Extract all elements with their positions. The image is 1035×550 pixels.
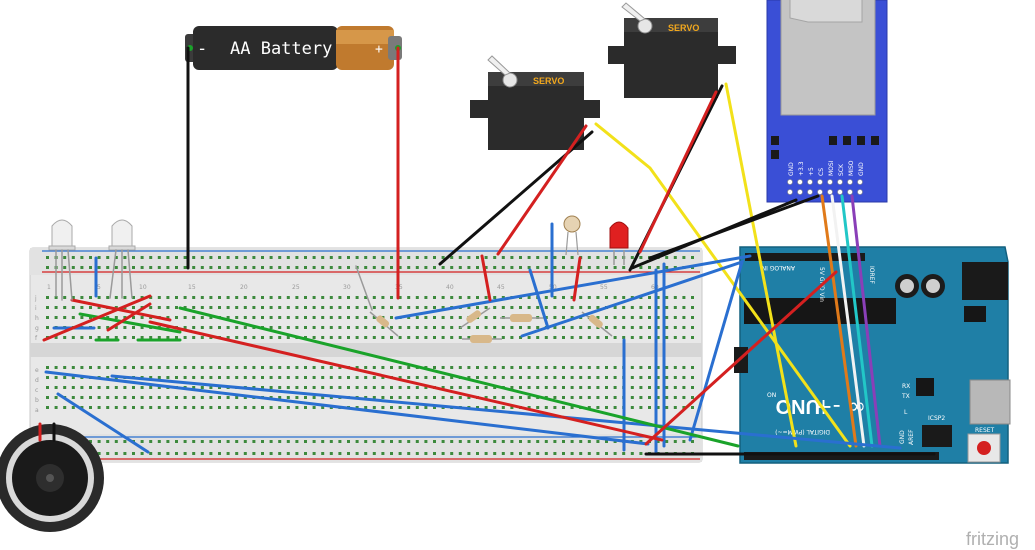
- wire-red: [644, 270, 838, 446]
- wire-orange: [820, 194, 858, 448]
- uno-brand: UNO: [776, 395, 820, 417]
- sd-pin-labels: GND +3.3 +5 CS MOSI SCK MISO GND: [788, 160, 865, 176]
- aref-label: AREF: [908, 429, 915, 445]
- wire-blue: [110, 374, 902, 450]
- wire-blue: [528, 268, 550, 330]
- wire-green: [178, 306, 740, 448]
- svg-text:c: c: [35, 387, 38, 394]
- svg-text:5: 5: [97, 284, 101, 291]
- wire-red: [106, 302, 152, 332]
- aa-battery: - AA Battery +: [185, 26, 402, 70]
- pin-gnd-label: GND: [788, 162, 795, 176]
- svg-text:45: 45: [497, 284, 505, 291]
- pin-miso-label: MISO: [848, 160, 855, 176]
- wire-cyan: [840, 194, 874, 448]
- svg-text:55: 55: [600, 284, 608, 291]
- power-jack: [962, 262, 1008, 300]
- svg-text:25: 25: [292, 284, 300, 291]
- svg-text:40: 40: [446, 284, 454, 291]
- gnd-label: GND: [899, 430, 906, 444]
- breadboard-row-letters: j i h g f e d c b a: [34, 295, 39, 414]
- ioref-label: IOREF: [868, 266, 875, 284]
- photoresistor: [563, 215, 581, 256]
- battery-plus-label: +: [375, 42, 383, 57]
- resistor: [500, 314, 545, 322]
- wire-lead: [355, 265, 373, 311]
- red-led: [609, 221, 629, 265]
- wire-blue: [520, 259, 745, 442]
- svg-text:20: 20: [240, 284, 248, 291]
- wire-purple: [850, 194, 882, 448]
- svg-text:j: j: [34, 295, 37, 302]
- svg-text:15: 15: [188, 284, 196, 291]
- wire-blue: [394, 254, 752, 320]
- digital-label: DIGITAL (PWM=~): [775, 428, 830, 435]
- usb-connector: [969, 379, 1011, 425]
- wire-red: [148, 320, 664, 442]
- wire-lead: [127, 249, 133, 299]
- svg-text:h: h: [35, 315, 39, 322]
- wire-red: [638, 90, 718, 254]
- battery-minus-label: -: [197, 39, 207, 59]
- on-label: ON: [767, 392, 776, 399]
- fritzing-watermark: fritzing: [966, 529, 1019, 549]
- svg-text:i: i: [35, 305, 37, 312]
- pin-cs-label: CS: [818, 168, 825, 176]
- svg-text:d: d: [35, 377, 39, 384]
- white-led-2: [108, 219, 136, 251]
- icsp2-label: ICSP2: [928, 415, 945, 422]
- reset-label: RESET: [975, 427, 995, 434]
- pin-5v-label: +5: [808, 167, 815, 176]
- icsp2-header: [922, 425, 952, 447]
- svg-text:g: g: [35, 325, 39, 332]
- wire-black: [648, 194, 820, 260]
- svg-text:a: a: [35, 407, 39, 414]
- pin-sck-label: SCK: [838, 163, 845, 176]
- wire-white: [830, 194, 866, 448]
- wire-red: [572, 256, 582, 302]
- servo-motor-right: SERVO: [608, 2, 736, 98]
- svg-text:10: 10: [139, 284, 147, 291]
- rx-label: RX: [902, 383, 910, 390]
- resistor: [462, 335, 502, 343]
- svg-text:b: b: [35, 397, 39, 404]
- svg-text:30: 30: [343, 284, 351, 291]
- speaker: [0, 424, 104, 532]
- digital-header: [744, 452, 939, 460]
- resistor: [459, 307, 491, 329]
- wire-lead: [109, 249, 117, 299]
- white-led-1: [48, 219, 76, 251]
- svg-text:1: 1: [47, 284, 51, 291]
- wire-red: [496, 124, 588, 256]
- wires: [38, 46, 936, 456]
- icsp1-label: ICSP: [726, 354, 733, 368]
- wire-blue: [44, 370, 650, 446]
- l-label: L: [904, 409, 908, 416]
- battery-label: AA Battery: [230, 39, 332, 59]
- servo-motor-left: SERVO: [470, 55, 600, 150]
- analog-header: [745, 253, 865, 261]
- resistor: [369, 311, 399, 337]
- arduino-uno: UNO ∞ -+ ON TX RX L ICSP2 ICSP RESET ARE…: [726, 246, 1011, 464]
- svg-text:f: f: [35, 335, 38, 342]
- svg-text:e: e: [35, 367, 39, 374]
- pin-gnd2-label: GND: [858, 162, 865, 176]
- wire-red: [42, 294, 152, 342]
- wire-yellow: [724, 82, 798, 448]
- servo-right-label: SERVO: [668, 23, 699, 33]
- pin-mosi-label: MOSI: [828, 160, 835, 176]
- tx-label: TX: [901, 393, 910, 400]
- wire-red: [70, 298, 172, 322]
- wire-lead: [67, 249, 73, 301]
- pin-3v3-label: +3.3: [798, 161, 805, 176]
- servo-left-label: SERVO: [533, 76, 564, 86]
- analog-label: ANALOG IN: [762, 264, 795, 271]
- breadboard-holes: [46, 256, 694, 455]
- resistor: [581, 311, 613, 337]
- wire-red: [480, 254, 492, 302]
- sd-card-module: GND +3.3 +5 CS MOSI SCK MISO GND: [766, 0, 888, 203]
- wire-blue: [56, 392, 150, 454]
- wire-yellow: [594, 122, 852, 448]
